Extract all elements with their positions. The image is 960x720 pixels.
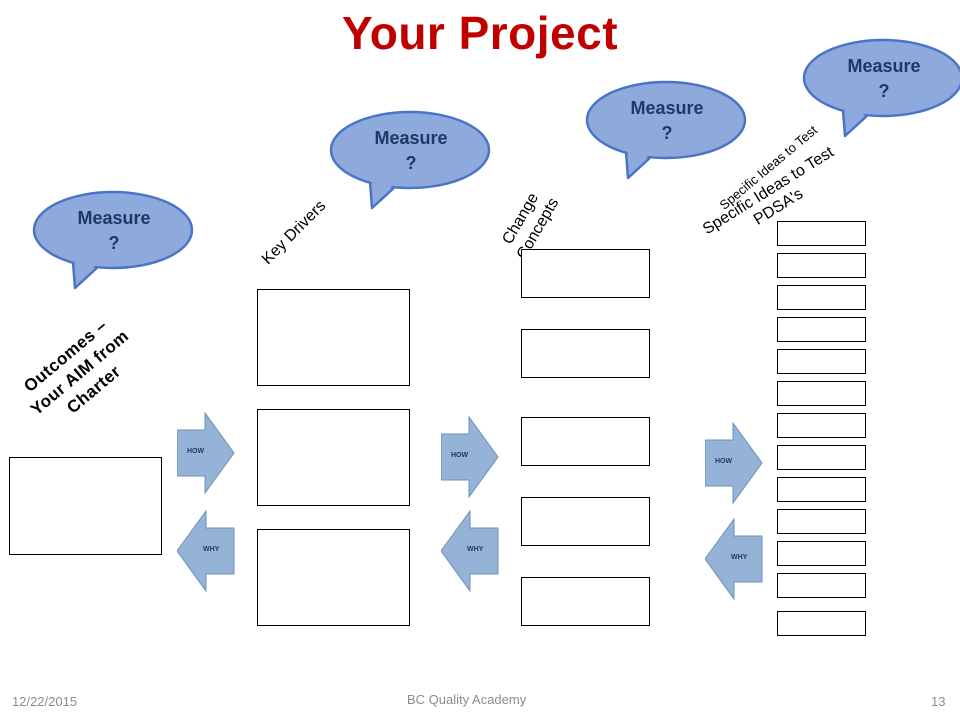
how-label: HOW bbox=[187, 448, 205, 455]
specific-idea-box[interactable] bbox=[777, 413, 866, 438]
specific-idea-box[interactable] bbox=[777, 317, 866, 342]
why-label: WHY bbox=[731, 554, 748, 561]
specific-idea-box[interactable] bbox=[777, 477, 866, 502]
specific-idea-box[interactable] bbox=[777, 611, 866, 636]
measure-question: ? bbox=[405, 153, 417, 173]
specific-idea-box[interactable] bbox=[777, 253, 866, 278]
why-label: WHY bbox=[467, 546, 484, 553]
measure-bubble-key-drivers: Measure ? bbox=[329, 110, 492, 210]
specific-idea-box[interactable] bbox=[777, 509, 866, 534]
footer-center-text: BC Quality Academy bbox=[407, 692, 527, 707]
outcome-box[interactable] bbox=[9, 457, 162, 555]
change-concept-box[interactable] bbox=[521, 577, 650, 626]
page-number: 13 bbox=[931, 694, 946, 709]
why-label: WHY bbox=[203, 546, 220, 553]
specific-idea-box[interactable] bbox=[777, 285, 866, 310]
measure-label: Measure bbox=[630, 98, 704, 118]
measure-label: Measure bbox=[77, 208, 151, 228]
change-concept-box[interactable] bbox=[521, 417, 650, 466]
measure-bubble-change-concepts: Measure ? bbox=[585, 80, 748, 180]
measure-label: Measure bbox=[374, 128, 448, 148]
how-label: HOW bbox=[715, 458, 733, 465]
specific-idea-box[interactable] bbox=[777, 573, 866, 598]
why-arrow: WHY bbox=[441, 510, 499, 592]
why-arrow: WHY bbox=[177, 510, 235, 592]
change-concept-box[interactable] bbox=[521, 249, 650, 298]
measure-question: ? bbox=[108, 233, 120, 253]
specific-idea-box[interactable] bbox=[777, 541, 866, 566]
how-arrow: HOW bbox=[441, 416, 499, 498]
key-driver-box[interactable] bbox=[257, 409, 410, 506]
measure-bubble-specific-ideas: Measure ? bbox=[802, 38, 960, 138]
key-driver-box[interactable] bbox=[257, 289, 410, 386]
key-driver-box[interactable] bbox=[257, 529, 410, 626]
outcomes-label: Outcomes – Your AIM from Charter bbox=[0, 293, 166, 453]
key-drivers-label: Key Drivers bbox=[258, 197, 330, 268]
specific-idea-box[interactable] bbox=[777, 445, 866, 470]
footer-date: 12/22/2015 bbox=[12, 694, 78, 709]
how-arrow: HOW bbox=[177, 412, 235, 494]
measure-bubble-outcomes: Measure ? bbox=[32, 190, 195, 290]
specific-idea-box[interactable] bbox=[777, 381, 866, 406]
change-concept-box[interactable] bbox=[521, 497, 650, 546]
why-arrow: WHY bbox=[705, 518, 763, 600]
measure-label: Measure bbox=[847, 56, 921, 76]
measure-question: ? bbox=[661, 123, 673, 143]
slide-title: Your Project bbox=[341, 7, 619, 59]
measure-question: ? bbox=[878, 81, 890, 101]
specific-idea-box[interactable] bbox=[777, 349, 866, 374]
how-arrow: HOW bbox=[705, 422, 763, 504]
how-label: HOW bbox=[451, 452, 469, 459]
specific-idea-box[interactable] bbox=[777, 221, 866, 246]
change-concept-box[interactable] bbox=[521, 329, 650, 378]
